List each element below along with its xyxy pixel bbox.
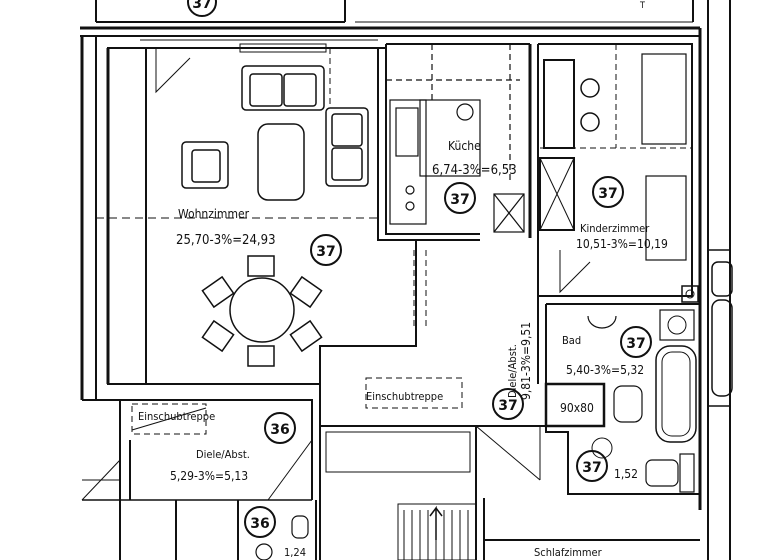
unit-marker: 37 <box>492 388 524 420</box>
unit-marker: 36 <box>244 506 276 538</box>
unit-marker-text: 36 <box>250 516 269 532</box>
einschubtreppe-label: Einschubtreppe <box>366 390 443 403</box>
room-wohnzimmer: Wohnzimmer 25,70-3%=24,93 37 <box>96 39 417 385</box>
room-name: Diele/Abst. <box>506 344 519 398</box>
room-area: 10,51-3%=10,19 <box>576 237 668 251</box>
room-area: 6,74-3%=6,53 <box>432 163 517 178</box>
stairwell <box>319 426 477 560</box>
unit-marker-text: 37 <box>498 398 517 414</box>
room-area: 9,81-3%=9,51 <box>519 322 533 400</box>
unit-marker: 37 <box>310 234 342 266</box>
unit-marker-text: 37 <box>626 336 645 352</box>
unit-marker: 37 <box>620 326 652 358</box>
room-name: Bad <box>562 334 581 347</box>
unit-marker-top: 37 <box>187 0 217 17</box>
room-diele-36: Einschubtreppe 36 Diele/Abst. 5,29-3%=5,… <box>81 399 317 560</box>
room-area: 5,29-3%=5,13 <box>170 469 248 483</box>
unit-marker-text: 37 <box>598 186 617 202</box>
unit-marker-top-text: 37 <box>192 0 211 12</box>
room-name: Schlafzimmer <box>534 546 603 559</box>
adjacent-unit-fixtures <box>708 249 733 407</box>
unit-marker: 36 <box>264 412 296 444</box>
unit-marker: 37 <box>576 450 608 482</box>
armchair-icon <box>181 141 229 189</box>
room-area: 5,40-3%=5,32 <box>566 363 644 377</box>
unit-marker: 37 <box>444 182 476 214</box>
einschubtreppe-label: Einschubtreppe <box>138 410 215 423</box>
room-name: Küche <box>448 139 481 153</box>
room-wc-37: 37 1,52 <box>576 450 638 482</box>
unit-marker-text: 36 <box>270 422 289 438</box>
room-diele-37: Diele/Abst. 9,81-3%=9,51 37 Einschubtrep… <box>319 239 546 481</box>
unit-marker: 37 <box>592 176 624 208</box>
coffee-table-icon <box>257 123 305 201</box>
room-name: Diele/Abst. <box>196 448 250 461</box>
dining-table-icon <box>201 255 323 367</box>
cropped-marker: T <box>639 1 645 11</box>
room-area: 1,24 <box>284 546 306 559</box>
room-kinderzimmer: 37 Kinderzimmer 10,51-3%=10,19 <box>537 43 699 303</box>
room-kueche: Küche 6,74-3%=6,53 37 <box>378 43 532 238</box>
unit-marker-text: 37 <box>450 192 469 208</box>
unit-marker-text: 37 <box>582 460 601 476</box>
room-area: 1,52 <box>614 467 638 481</box>
shower-size-label: 90x80 <box>560 401 594 415</box>
kitchen-counter-icon <box>386 44 525 233</box>
room-schlafzimmer: Schlafzimmer <box>483 498 700 560</box>
room-name: Kinderzimmer <box>580 222 650 235</box>
sofa-icon <box>241 65 369 187</box>
unit-marker-text: 37 <box>316 244 335 260</box>
room-bad: Bad 5,40-3%=5,32 37 90x80 <box>544 303 700 495</box>
room-area: 25,70-3%=24,93 <box>176 233 276 248</box>
room-name: Wohnzimmer <box>178 207 250 221</box>
